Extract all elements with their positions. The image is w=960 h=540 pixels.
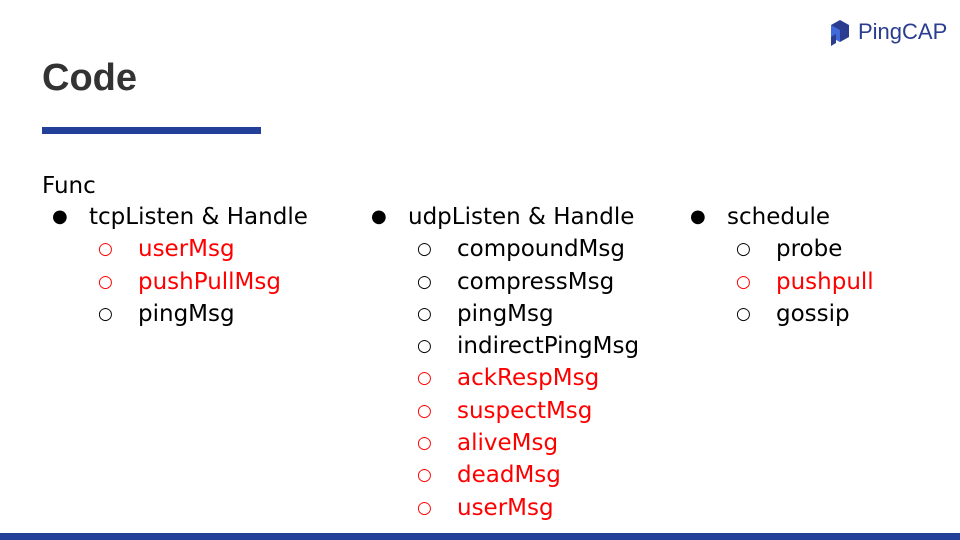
section-label: Func	[42, 173, 96, 199]
circle-bullet-icon: ○	[417, 433, 432, 454]
circle-bullet-icon: ○	[98, 271, 113, 292]
circle-bullet-icon: ○	[417, 368, 432, 389]
circle-bullet-icon: ○	[736, 303, 751, 324]
circle-bullet-icon: ○	[417, 303, 432, 324]
bullet-icon: ●	[371, 206, 387, 227]
bullet-icon: ●	[690, 206, 706, 227]
circle-bullet-icon: ○	[736, 239, 751, 260]
circle-bullet-icon: ○	[417, 239, 432, 260]
circle-bullet-icon: ○	[417, 465, 432, 486]
circle-bullet-icon: ○	[417, 400, 432, 421]
pingcap-logo: PingCAP	[829, 17, 947, 47]
circle-bullet-icon: ○	[417, 336, 432, 357]
bullet-icon: ●	[52, 206, 68, 227]
circle-bullet-icon: ○	[417, 271, 432, 292]
circle-bullet-icon: ○	[736, 271, 751, 292]
circle-bullet-icon: ○	[98, 303, 113, 324]
footer-bar	[0, 533, 960, 540]
slide-title: Code	[42, 57, 137, 99]
circle-bullet-icon: ○	[98, 239, 113, 260]
logo-text: PingCAP	[858, 19, 948, 44]
pingcap-logo-icon	[831, 20, 849, 46]
title-underline	[42, 127, 261, 134]
circle-bullet-icon: ○	[417, 497, 432, 518]
